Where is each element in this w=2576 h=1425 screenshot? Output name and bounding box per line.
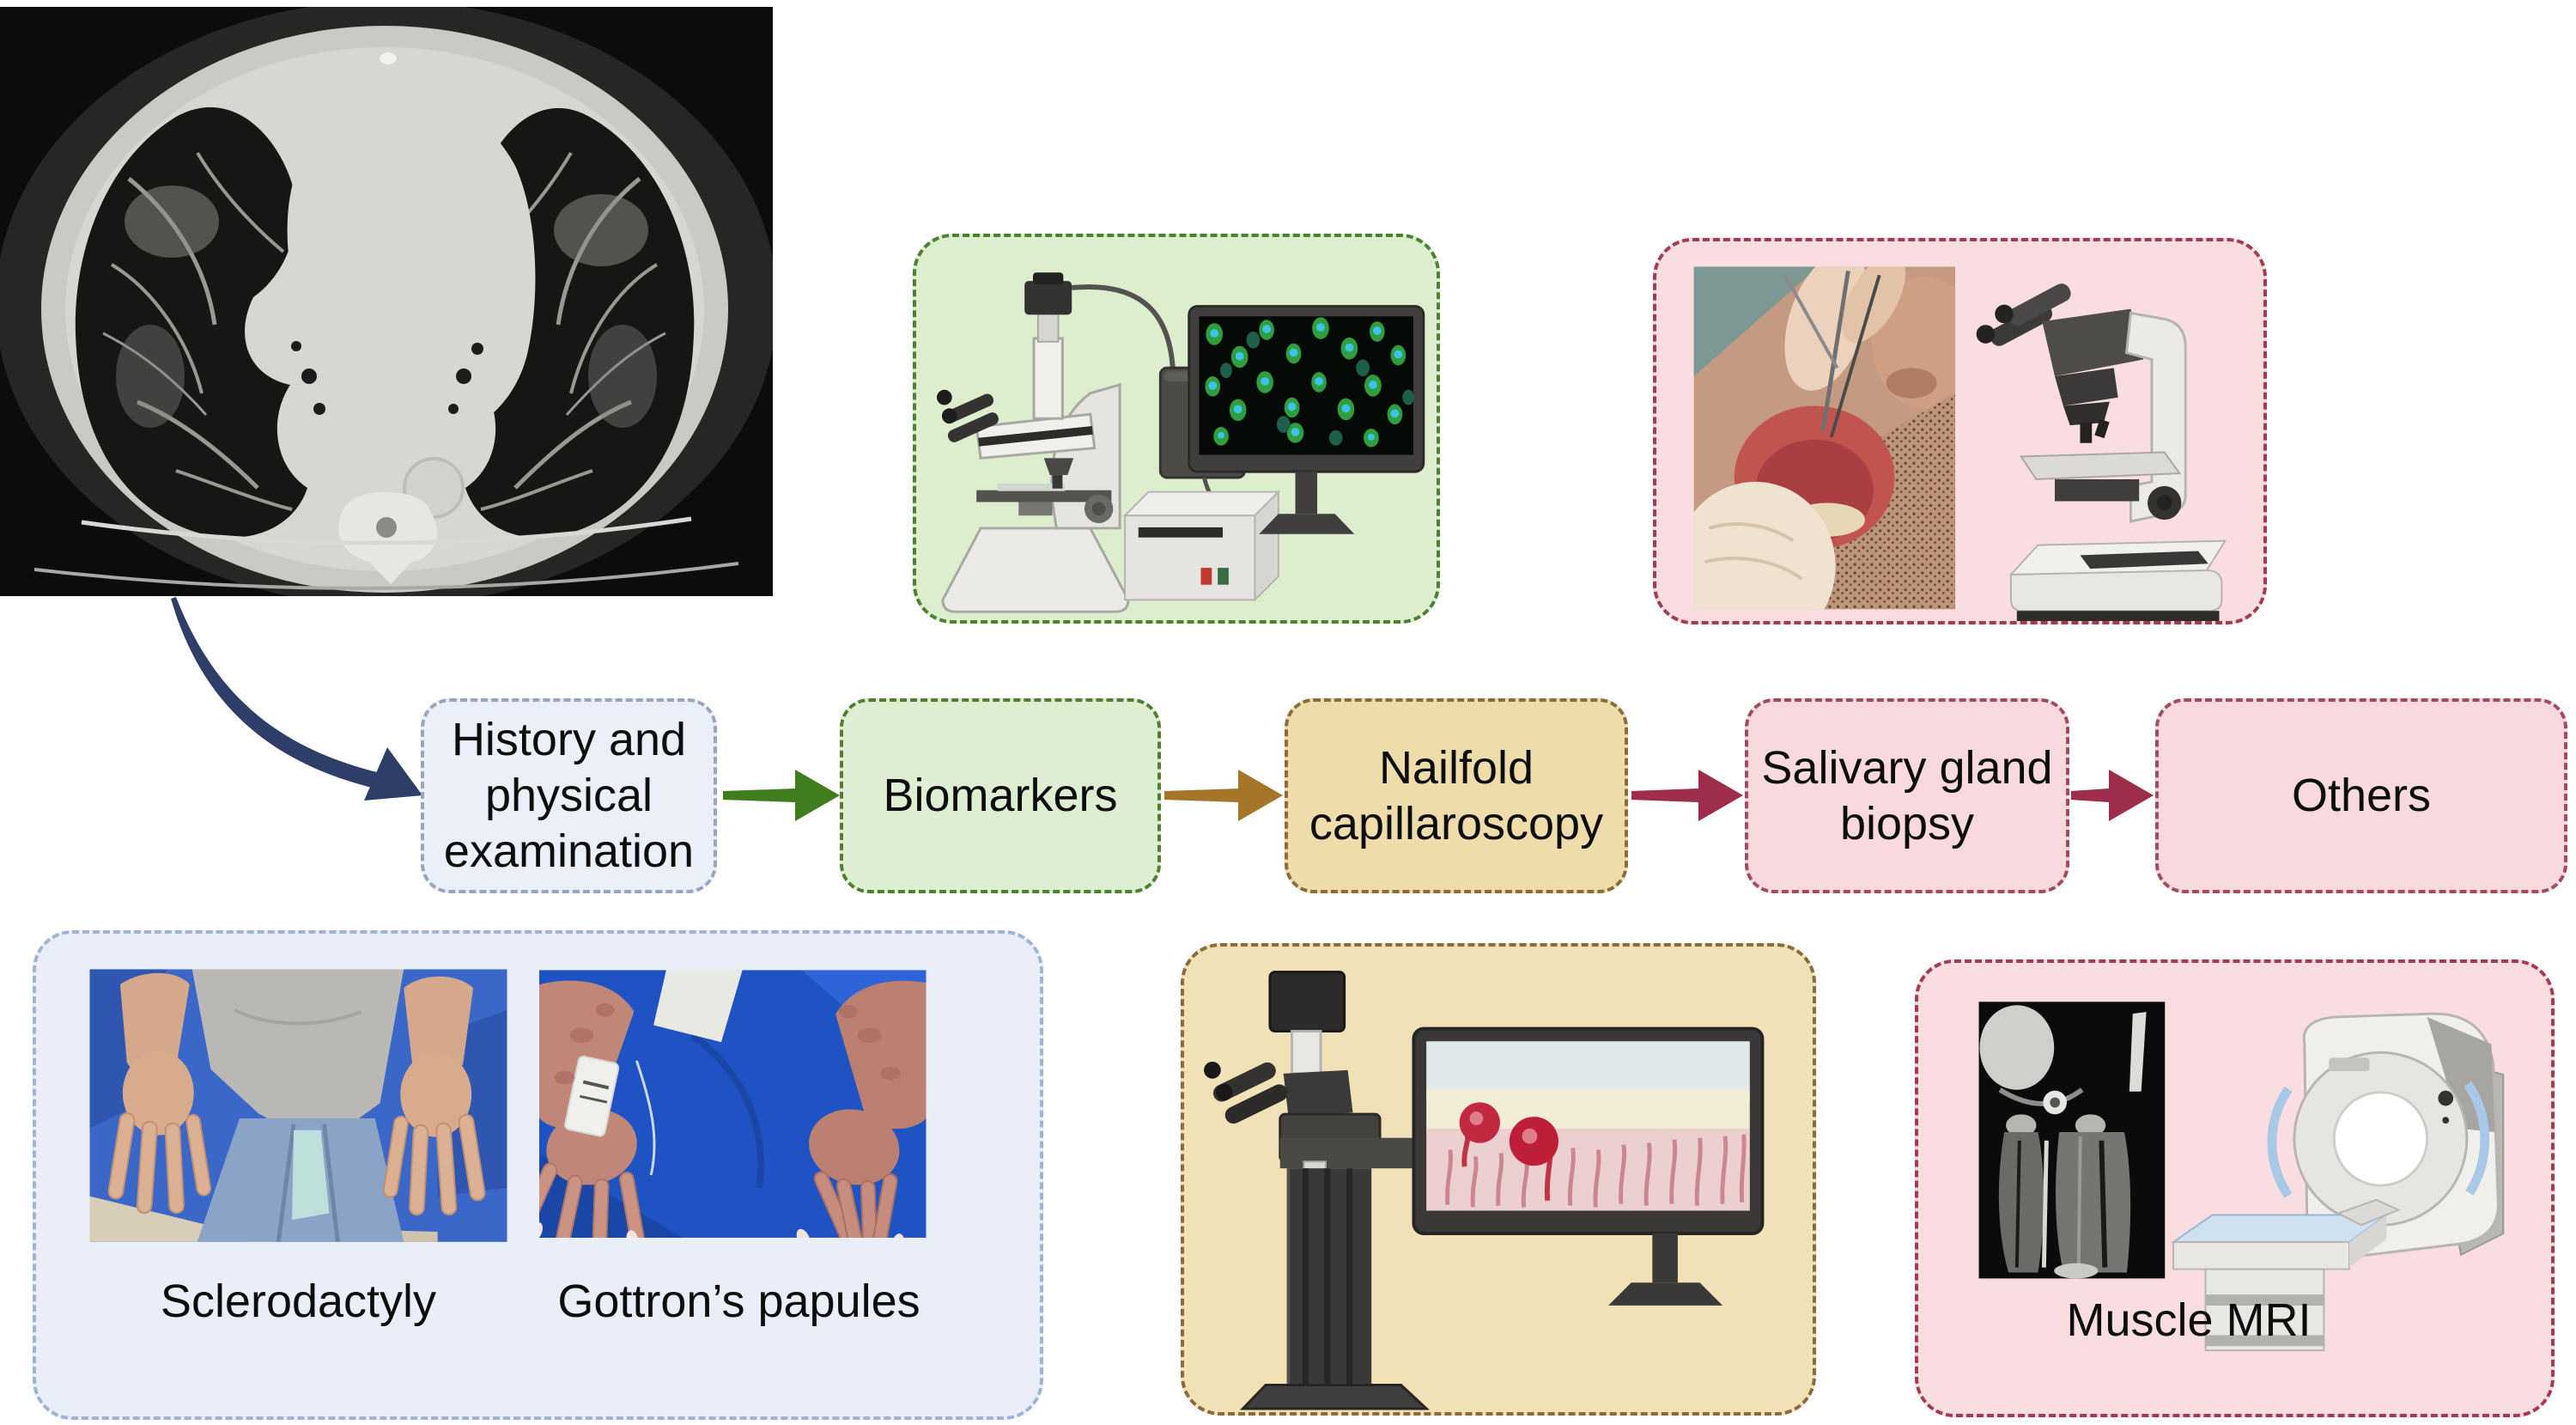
history-to-biomarkers-arrow	[723, 770, 840, 821]
capillaroscopy-illustration-panel	[1181, 943, 1816, 1416]
muscle-mri-label: Muscle MRI	[2066, 1294, 2312, 1346]
power-supply-icon	[1122, 490, 1281, 602]
flow-step-biomarkers-label: Biomarkers	[883, 770, 1118, 822]
salivary-biopsy-illustration-panel	[1653, 238, 2267, 624]
gottrons-papules-photo	[538, 970, 927, 1238]
flow-step-history: History and physical examination	[421, 698, 717, 893]
flow-step-nailfold-capillaroscopy: Nailfold capillaroscopy	[1285, 698, 1628, 893]
chest-ct-image	[0, 7, 773, 596]
flow-step-history-label: History and physical examination	[443, 714, 695, 877]
video-capillaroscope-icon	[1204, 971, 1469, 1410]
gottrons-papules-label: Gottron’s papules	[557, 1276, 920, 1327]
nailfold-to-salivary-arrow	[1631, 770, 1743, 821]
ct-to-history-arrow	[171, 597, 422, 801]
muscle-mri-illustration-panel: Muscle MRI	[1915, 959, 2555, 1417]
binocular-microscope-icon	[1976, 283, 2227, 621]
sclerodactyly-photo	[89, 969, 507, 1242]
salivary-to-others-arrow	[2071, 770, 2154, 821]
flow-step-others-label: Others	[2291, 770, 2432, 822]
biomarkers-illustration-panel	[913, 234, 1440, 624]
salivary-biopsy-illustration	[1693, 266, 2227, 621]
flow-step-nailfold-label: Nailfold capillaroscopy	[1309, 741, 1604, 850]
immunofluorescence-monitor-icon	[1188, 305, 1425, 534]
fluorescence-microscope-workstation-icon	[937, 272, 1425, 613]
capillaroscopy-illustration	[1204, 971, 1765, 1410]
physical-exam-photos	[89, 969, 927, 1242]
flow-step-biomarkers: Biomarkers	[840, 698, 1161, 893]
sclerodactyly-label: Sclerodactyly	[160, 1276, 437, 1327]
lip-biopsy-photo	[1693, 266, 1956, 610]
muscle-mri-illustration	[1978, 1002, 2505, 1352]
physical-exam-photos-panel: Sclerodactyly Gottron’s papules	[33, 930, 1043, 1420]
flow-step-salivary-gland-biopsy: Salivary gland biopsy	[1745, 698, 2069, 893]
mri-scanner-icon	[2170, 1012, 2505, 1352]
nailfold-capillaries-monitor-icon	[1412, 1026, 1765, 1306]
muscle-mri-coronal-photo	[1978, 1002, 2166, 1279]
flow-step-salivary-label: Salivary gland biopsy	[1761, 741, 2053, 850]
flow-step-others: Others	[2155, 698, 2567, 893]
biomarkers-to-nailfold-arrow	[1164, 770, 1283, 821]
